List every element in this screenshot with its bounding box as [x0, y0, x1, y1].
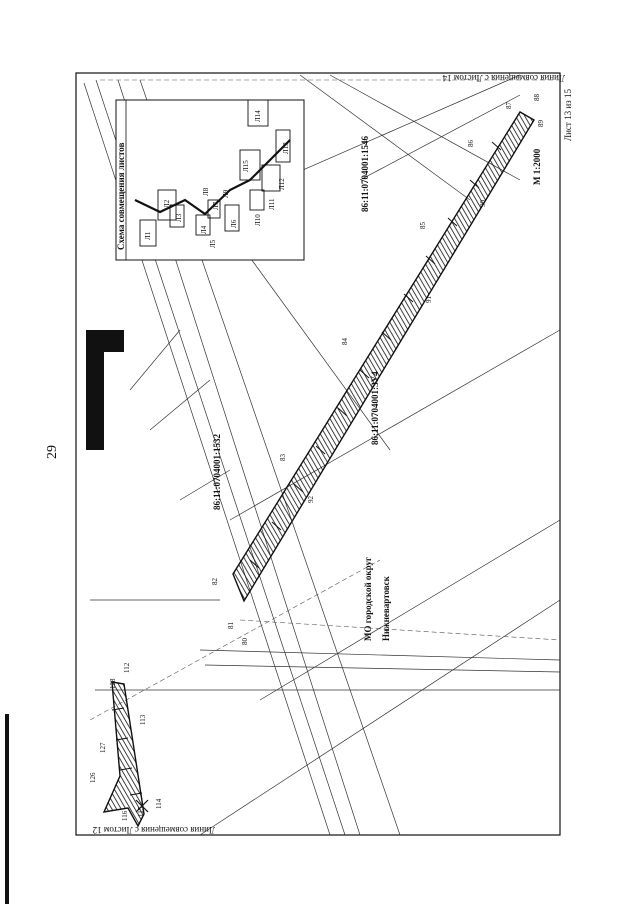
inset-sheet-l3: Л3	[175, 213, 183, 222]
inset-title: Схема совмещения листов	[116, 142, 126, 250]
point-127: 127	[99, 742, 107, 754]
match-line-top-label: Линия совмещения с Листом 14	[442, 73, 565, 83]
municipality-line2: Нижневартовск	[381, 576, 391, 641]
inset-sheet-l10: Л10	[254, 214, 262, 226]
inset-sheet-l1: Л1	[144, 231, 152, 240]
dashed-lines	[89, 79, 561, 721]
inset-sheet-l13: Л13	[282, 142, 290, 154]
point-128: 128	[109, 678, 117, 690]
point-91: 91	[425, 296, 433, 303]
inset-sheet-l12: Л12	[278, 178, 286, 190]
point-83: 83	[279, 454, 287, 461]
point-85: 85	[419, 222, 427, 229]
inset-sheet-l5: Л5	[209, 239, 217, 248]
point-112: 112	[123, 662, 131, 673]
point-126: 126	[89, 772, 97, 784]
inset-sheet-l15: Л15	[242, 160, 250, 172]
map-frame	[75, 72, 561, 836]
scale-label: М 1:2000	[532, 148, 542, 185]
point-80: 80	[241, 638, 249, 645]
main-strip-ticks	[249, 141, 502, 569]
point-84: 84	[341, 338, 349, 345]
building-side	[86, 345, 104, 450]
point-82: 82	[211, 578, 219, 585]
inset-sheet-l14: Л14	[254, 110, 262, 122]
match-line-bottom-label: Линия совмещения с Листом 12	[92, 825, 215, 835]
inset-route	[134, 139, 291, 216]
inset-sheet-l6: Л6	[230, 219, 238, 228]
point-113: 113	[139, 714, 147, 725]
main-hatched-strip	[232, 111, 535, 603]
point-92: 92	[307, 496, 315, 503]
parcel-zu4-label: 86:11:0704001:ЗУ4	[370, 371, 380, 445]
inset-sheet-l9: Л9	[222, 189, 230, 198]
left-strip-ticks	[111, 707, 143, 796]
left-hatched-strip	[102, 681, 145, 828]
point-89: 89	[537, 120, 545, 127]
binding-mark	[5, 714, 9, 904]
point-88: 88	[533, 94, 541, 101]
point-87: 87	[505, 102, 513, 109]
inset-sheet-l2: Л2	[163, 199, 171, 208]
point-86: 86	[467, 140, 475, 147]
point-114: 114	[155, 798, 163, 809]
parcel-1546-label: 86:11:0704001:1546	[360, 136, 370, 212]
sheet-label: Лист 13 из 15	[563, 89, 573, 141]
inset-sheet-l11: Л11	[268, 198, 276, 211]
parcel-1532-label: 86:11:0704001:1532	[212, 434, 222, 510]
point-115: 115	[137, 806, 145, 817]
municipality-line1: МО городской округ	[363, 556, 373, 641]
inset-sheet-l4: Л4	[200, 225, 208, 234]
point-116: 116	[121, 810, 129, 821]
inset-sheet-l7: Л7	[212, 201, 220, 210]
point-90: 90	[479, 200, 487, 207]
point-81: 81	[227, 622, 235, 629]
inset-sheet-l8: Л8	[202, 187, 210, 196]
